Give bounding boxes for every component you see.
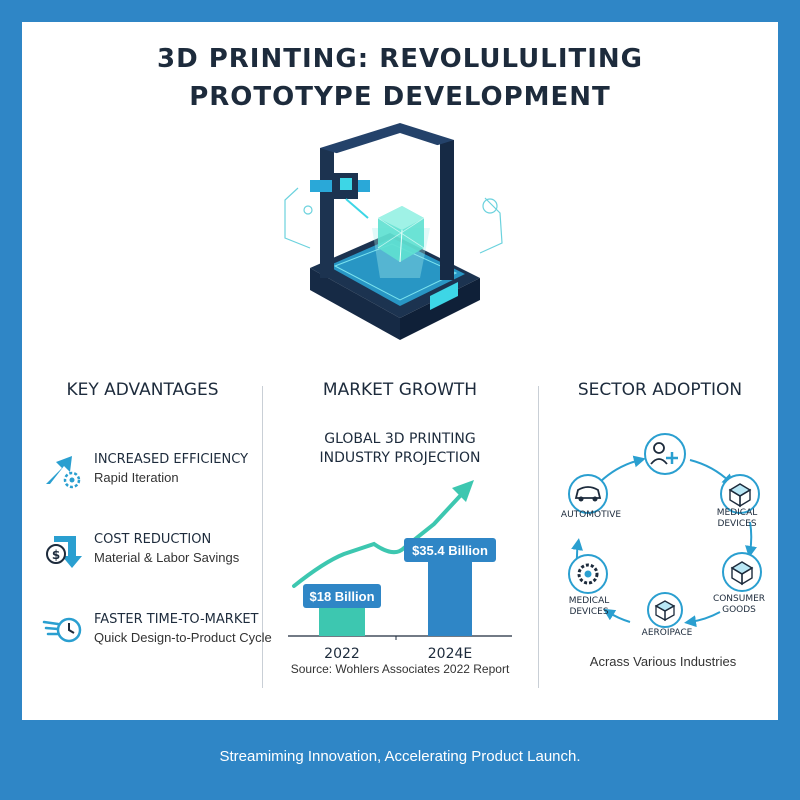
medical-box-icon bbox=[720, 474, 760, 514]
advantage-subtext: Material & Labor Savings bbox=[94, 550, 240, 565]
sector-label-automotive: AUTOMOTIVE bbox=[560, 510, 622, 520]
trend-arrowhead bbox=[452, 480, 474, 502]
dollar-arrow-icon: $ bbox=[46, 536, 82, 568]
advantage-heading: INCREASED EFFICIENCY bbox=[94, 452, 249, 467]
data-label-badge-2022 bbox=[303, 584, 381, 608]
x-tick-label-2024E: 2024E bbox=[428, 646, 472, 662]
person-plus-icon bbox=[644, 433, 686, 475]
heading-key-advantages: KEY ADVANTAGES bbox=[66, 380, 219, 400]
advantage-subtext: Rapid Iteration bbox=[94, 470, 179, 485]
sector-adoption-cycle bbox=[568, 433, 762, 628]
chart-subtitle-line1: GLOBAL 3D PRINTING bbox=[324, 431, 476, 447]
chart-subtitle: GLOBAL 3D PRINTING INDUSTRY PROJECTION bbox=[270, 430, 530, 468]
heading-sector-adoption: SECTOR ADOPTION bbox=[577, 380, 743, 400]
3d-printer-illustration bbox=[284, 123, 503, 340]
advantage-heading: COST REDUCTION bbox=[94, 532, 212, 547]
sector-caption: Acrass Various Industries bbox=[589, 654, 737, 669]
chart-subtitle-line2: INDUSTRY PROJECTION bbox=[319, 450, 481, 466]
sector-label-aerospace: AEROIPACE bbox=[641, 628, 693, 638]
sector-label-consumer-goods: CONSUMER GOODS bbox=[712, 594, 766, 615]
bar-2024E bbox=[428, 556, 472, 636]
chart-source: Source: Wohlers Associates 2022 Report bbox=[290, 662, 510, 676]
gear-icon bbox=[568, 554, 608, 594]
winged-clock-icon bbox=[42, 617, 82, 643]
footer-tagline: Streamiming Innovation, Accelerating Pro… bbox=[219, 748, 581, 765]
advantage-subtext: Quick Design-to-Product Cycle bbox=[94, 630, 272, 645]
column-divider-left bbox=[262, 386, 263, 688]
x-tick-label-2022: 2022 bbox=[324, 646, 360, 662]
heading-market-growth: MARKET GROWTH bbox=[322, 380, 478, 400]
sector-label-medical-devices-right: MEDICAL DEVICES bbox=[716, 508, 758, 529]
sector-label-medical-devices-left: MEDICAL DEVICES bbox=[568, 596, 610, 617]
advantage-heading: FASTER TIME-TO-MARKET bbox=[94, 612, 259, 627]
data-label-badge-2024E bbox=[404, 538, 496, 562]
car-icon bbox=[568, 474, 608, 514]
aerospace-box-icon bbox=[647, 592, 683, 628]
efficiency-arrow-gear-icon bbox=[46, 456, 81, 489]
svg-text:$: $ bbox=[52, 548, 60, 562]
market-growth-chart: $18 Billion 2022 $35.4 Billion 2024E bbox=[288, 480, 512, 662]
column-divider-right bbox=[538, 386, 539, 688]
page-title-line2: PROTOTYPE DEVELOPMENT bbox=[189, 82, 611, 112]
data-label-2024E: $35.4 Billion bbox=[412, 543, 488, 558]
data-label-2022: $18 Billion bbox=[309, 589, 374, 604]
page-title-line1: 3D PRINTING: REVOLULULITING bbox=[157, 44, 643, 74]
consumer-box-icon bbox=[722, 552, 762, 592]
trend-line bbox=[292, 494, 462, 588]
